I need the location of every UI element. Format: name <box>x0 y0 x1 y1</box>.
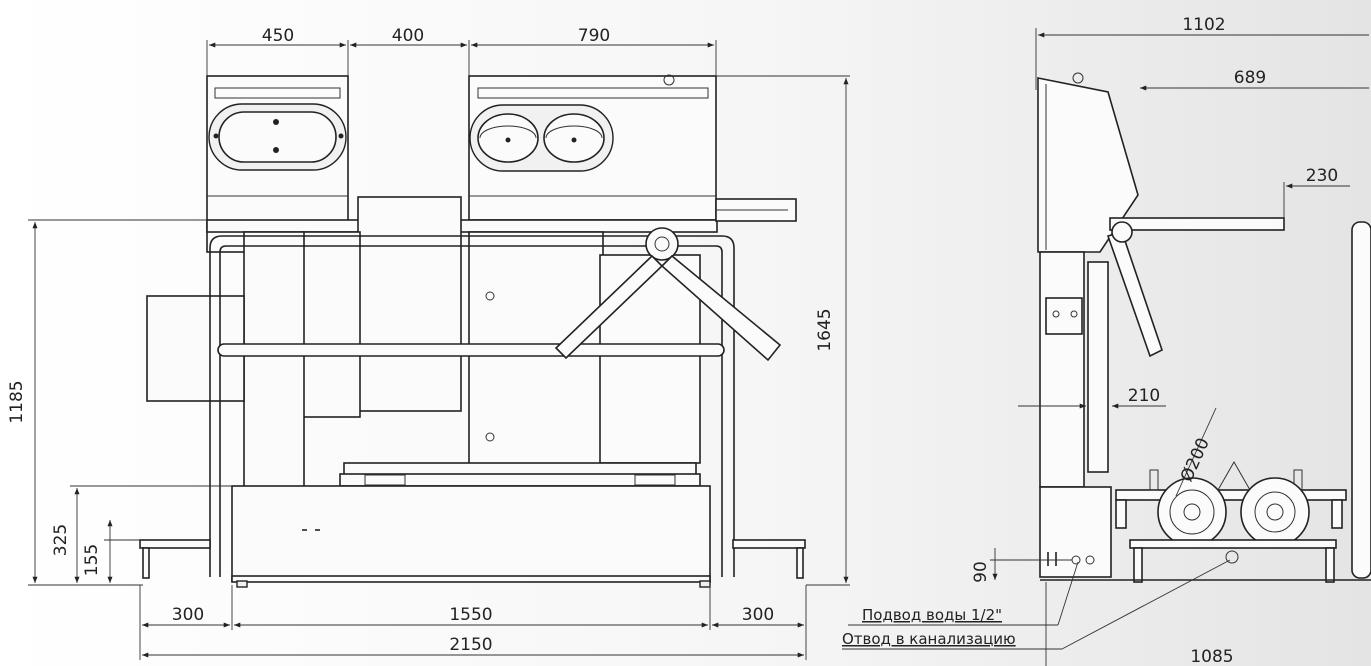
dim-1102: 1102 <box>1182 15 1225 35</box>
dim-210: 210 <box>1128 386 1160 406</box>
side-callouts: Подвод воды 1/2" Отвод в канализацию <box>842 559 1231 650</box>
dim-1185: 1185 <box>7 380 27 423</box>
side-dimensions: 1102 689 230 210 Ø200 90 1085 <box>971 15 1369 666</box>
dim-1550: 1550 <box>449 605 492 625</box>
dim-diameter-200: Ø200 <box>1177 435 1214 485</box>
dim-689: 689 <box>1234 68 1266 88</box>
dim-155: 155 <box>82 544 102 576</box>
side-turnstile-arm <box>1106 217 1285 358</box>
side-brushes <box>1157 477 1310 547</box>
dim-300-left: 300 <box>172 605 204 625</box>
turnstile-arms <box>554 227 782 362</box>
side-view: 1102 689 230 210 Ø200 90 1085 Подвод вод… <box>842 15 1371 666</box>
dim-400: 400 <box>392 26 424 46</box>
note-water-inlet: Подвод воды 1/2" <box>862 606 1002 624</box>
base-frame <box>139 539 806 588</box>
front-view: 450 400 790 1645 1185 325 155 <box>7 26 850 660</box>
dim-790: 790 <box>578 26 610 46</box>
note-drain: Отвод в канализацию <box>842 630 1016 648</box>
side-door <box>1087 261 1109 473</box>
side-cabinet <box>1039 251 1085 488</box>
dim-90: 90 <box>971 561 991 583</box>
dim-2150: 2150 <box>449 635 492 655</box>
brush-tray <box>231 462 711 582</box>
dim-300-right: 300 <box>742 605 774 625</box>
side-rear-post <box>1351 221 1371 579</box>
dim-1645: 1645 <box>815 308 835 351</box>
dim-1085: 1085 <box>1190 647 1233 666</box>
dim-450: 450 <box>262 26 294 46</box>
front-dimensions: 450 400 790 1645 1185 325 155 <box>7 26 850 660</box>
dim-230: 230 <box>1306 166 1338 186</box>
side-brush-tray <box>1115 460 1347 529</box>
right-wash-unit <box>468 74 717 221</box>
dim-325: 325 <box>51 524 71 556</box>
side-base <box>1039 486 1371 583</box>
frame-rails <box>209 235 735 577</box>
top-bar <box>206 198 797 233</box>
